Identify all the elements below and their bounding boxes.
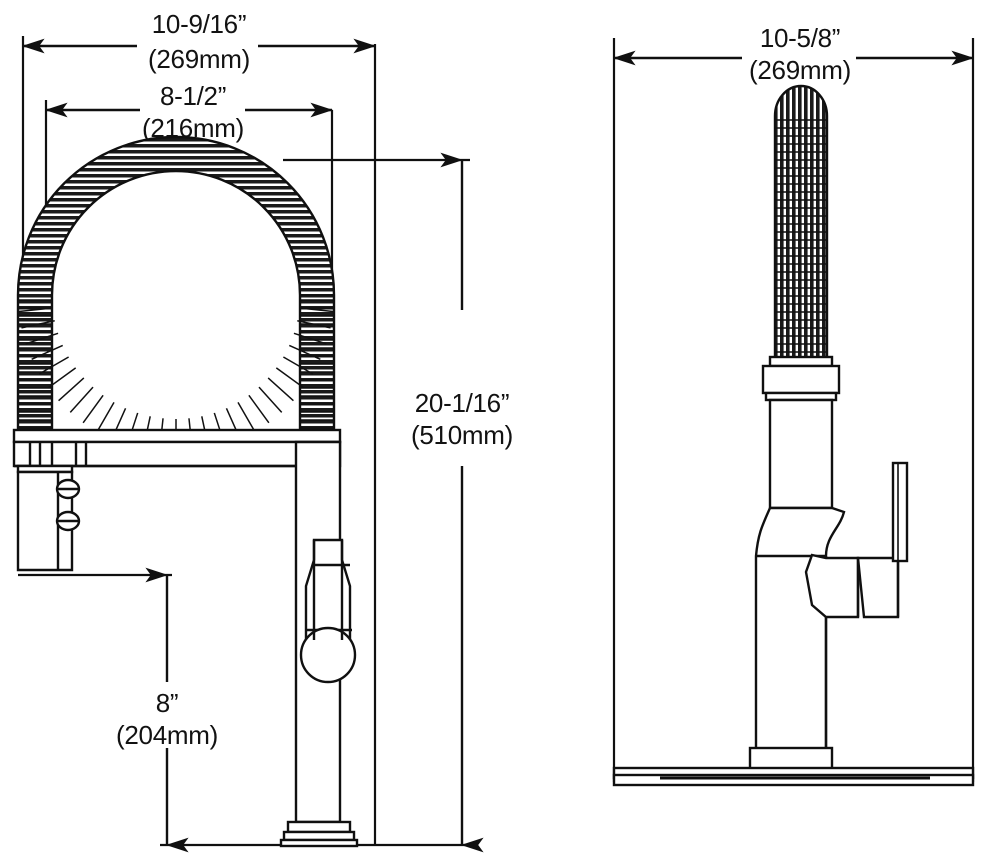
spout-crossbar — [12, 428, 342, 468]
dim-overall-reach-inches: 10-9/16” — [152, 9, 246, 39]
dim-spout-clearance-mm: (204mm) — [116, 720, 218, 750]
collar-nut — [761, 364, 841, 395]
spout-crossbar-top-cap — [12, 428, 342, 444]
base-pedestal — [748, 746, 834, 772]
sprayer-head — [16, 464, 81, 572]
spout-crossbar-body — [12, 440, 342, 468]
handle-lever-base — [856, 556, 900, 619]
front-view-base — [279, 820, 359, 848]
spring-coil-band — [16, 135, 336, 454]
lever-handle-assembly — [804, 461, 909, 619]
side-view-upper-stem — [768, 398, 834, 510]
side-view-base — [612, 746, 975, 787]
base-ring-upper — [286, 820, 352, 834]
faucet-column-front — [294, 440, 357, 824]
deck-plate-lower — [612, 773, 975, 787]
side-view-collar — [761, 355, 841, 402]
handle-hub — [804, 553, 860, 619]
dim-deck-width-inches: 10-5/8” — [760, 23, 840, 53]
base-ring-lower — [279, 838, 359, 848]
spring-coil-vertical-ribs — [775, 119, 827, 353]
spring-coil-arch — [16, 135, 336, 454]
dim-spout-reach-inches: 8-1/2” — [160, 81, 226, 111]
dim-spout-clearance-inches: 8” — [156, 688, 179, 718]
side-elevation-view: 10-5/8” (269mm) — [612, 23, 975, 787]
dim-overall-reach-mm: (269mm) — [148, 44, 250, 74]
dim-overall-height-inches: 20-1/16” — [415, 388, 509, 418]
handle-lever-arm — [891, 461, 909, 563]
upper-stem-body — [768, 398, 834, 510]
front-elevation-view: 10-9/16” (269mm) 8-1/2” (216mm) 20-1/16”… — [12, 9, 513, 853]
collar-cap — [768, 355, 834, 368]
side-view-body — [754, 506, 846, 762]
base-ring-middle — [282, 830, 356, 842]
dim-overall-height-mm: (510mm) — [411, 420, 513, 450]
handle-bulb — [299, 626, 357, 684]
dim-deck-width-mm: (269mm) — [749, 55, 851, 85]
sprayer-head-buttons — [55, 478, 81, 532]
spring-coil-vertical — [773, 84, 829, 364]
side-view-extension-lines — [612, 38, 975, 782]
body-outline — [754, 506, 846, 762]
